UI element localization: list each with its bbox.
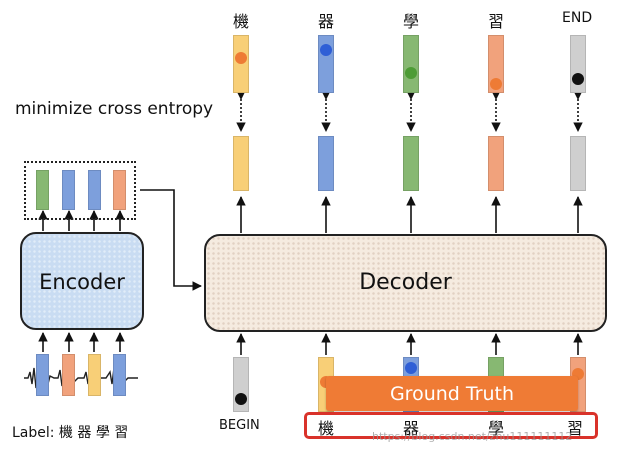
acoustic-feature-3 [88,354,101,396]
decoder-label: Decoder [359,270,452,295]
acoustic-feature-2 [62,354,75,396]
target-token-4: 習 [567,419,584,438]
target-bar-2 [318,35,334,93]
target-token-3: 學 [488,419,505,438]
decoder-box: Decoder [204,234,607,332]
output-token-2: 器 [318,12,335,31]
begin-label: BEGIN [219,418,260,433]
loss-label: minimize cross entropy [15,99,214,119]
begin-dot [235,393,247,405]
acoustic-feature-1 [36,354,49,396]
output-token-1: 機 [233,12,250,31]
output-token-4: 習 [488,12,505,31]
prediction-bar-5 [570,136,586,191]
target-bar-1 [233,35,249,93]
decoder-input-begin [233,357,249,412]
target-tokens-highlight [304,412,598,439]
target-bar-end [570,35,586,93]
decoder-input-dot-3 [405,362,417,374]
prediction-bar-2 [318,136,334,191]
watermark: https://blog.csdn.net/zhu111111112 [372,430,573,443]
output-token-3: 學 [403,12,420,31]
encoder-vector-4 [113,170,126,210]
ground-truth-banner: Ground Truth [326,376,578,411]
label-caption: Label: 機 器 學 習 [12,425,129,441]
target-dot-3 [405,67,417,79]
target-dot-end [572,73,584,85]
target-dot-1 [235,52,247,64]
encoder-box: Encoder [20,232,144,330]
prediction-bar-3 [403,136,419,191]
target-dot-2 [320,44,332,56]
encoder-label: Encoder [39,270,125,294]
prediction-bar-4 [488,136,504,191]
encoder-to-decoder-arrow [140,189,202,291]
target-bar-4 [488,35,504,93]
encoder-vector-2 [62,170,75,210]
target-token-2: 器 [403,419,420,438]
output-token-end: END [562,10,593,26]
acoustic-feature-4 [113,354,126,396]
target-token-1: 機 [318,419,335,438]
encoder-vector-3 [88,170,101,210]
ground-truth-label: Ground Truth [389,382,515,405]
target-dot-4 [490,78,502,90]
encoder-vector-1 [36,170,49,210]
encoder-output-group [24,161,136,220]
prediction-bar-1 [233,136,249,191]
target-bar-3 [403,35,419,93]
